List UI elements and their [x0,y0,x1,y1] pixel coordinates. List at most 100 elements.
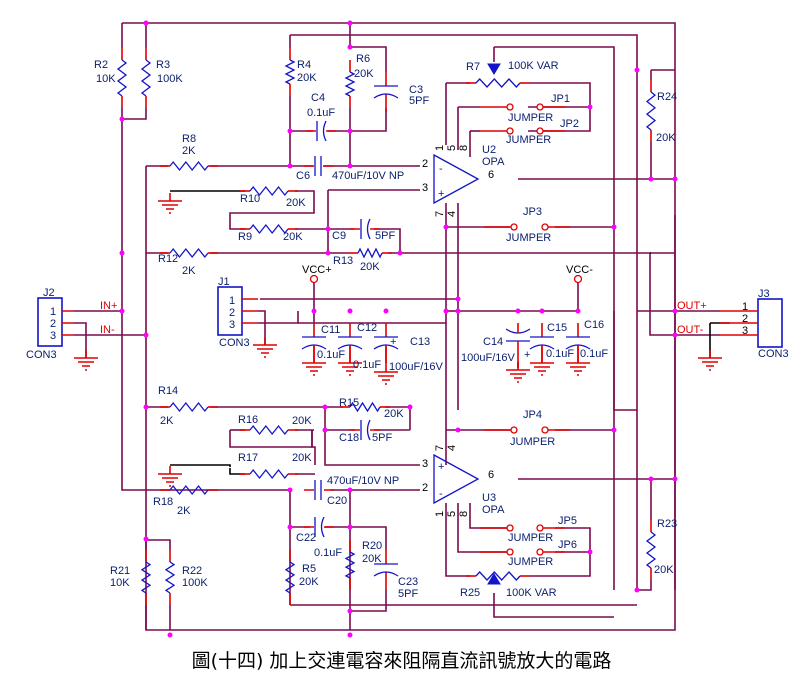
jp4-jumper [484,426,570,434]
jp6-pin-b-icon [536,548,544,556]
u3-pin7: 7 [434,445,446,451]
j2-type: CON3 [26,349,57,361]
r22-zigzag-icon [164,561,176,594]
r7-value: 100K VAR [508,60,559,72]
u2-pin1: 1 [434,145,446,151]
jp1-ref: JP1 [551,93,570,105]
r25-zigzag-icon [475,571,521,581]
r13-zigzag-icon [357,247,383,259]
r14-ref: R14 [158,385,178,397]
j2-pin3: 3 [50,330,56,342]
r7-resistor [466,78,530,88]
r25-resistor [466,571,530,581]
r24-value: 20K [656,132,676,144]
c18-value: 5PF [372,432,392,444]
u3-pin6: 6 [488,469,494,481]
r20-zigzag-icon [344,551,356,579]
ground-icon [566,355,590,376]
r23-resistor [645,520,657,580]
r17-resistor [240,468,298,480]
r5-zigzag-icon [284,561,296,594]
c22-capacitor [304,516,334,538]
r12-zigzag-icon [169,247,209,259]
r10-value: 20K [286,197,306,209]
r24-ref: R24 [657,91,677,103]
c14-plus: + [524,349,530,361]
j1-ref: J1 [218,276,230,288]
c23-capacitor [373,550,399,590]
jp6-pin-a-icon [506,548,514,556]
jp3-ref: JP3 [523,206,542,218]
jp4-pin-b-icon [541,426,549,434]
jp1-pin-b-icon [536,103,544,111]
jp4-ref: JP4 [523,409,542,421]
r25-value: 100K VAR [506,587,557,599]
r15-zigzag-icon [349,401,381,413]
r12-value: 2K [182,265,196,277]
ground-icon [158,466,182,487]
r8-zigzag-icon [169,160,209,172]
r14-resistor [160,401,218,413]
ground-icon [338,355,362,376]
u2-pin8: 8 [458,145,470,151]
net-in-minus: IN- [100,324,115,336]
r18-resistor [160,484,218,496]
r8-ref: R8 [182,133,196,145]
c6-ref: C6 [296,170,310,182]
j3-ref: J3 [758,288,770,300]
ground-icon [74,350,98,371]
jp2-pin-b-icon [536,127,544,135]
r10-ref: R10 [240,193,260,205]
net-out-minus: OUT- [677,324,704,336]
jp3-type: JUMPER [506,232,551,244]
jp4-type: JUMPER [510,436,555,448]
c23-ref: C23 [398,576,418,588]
r5-resistor [284,550,296,605]
c9-ref: C9 [332,230,346,242]
r23-value: 20K [654,564,674,576]
j1-type: CON3 [219,337,250,349]
u3-pin4: 4 [446,445,458,451]
r7-zigzag-icon [475,78,521,88]
wires [74,22,730,631]
c18-capacitor [350,419,380,441]
r7-ref: R7 [466,61,480,73]
r8-resistor [160,160,218,172]
r6-resistor [344,60,356,108]
vcc-minus-terminal-icon [573,274,583,284]
jp6-ref: JP6 [558,539,577,551]
r18-value: 2K [177,505,191,517]
j3-pin3: 3 [742,325,748,337]
c12-ref: C12 [357,322,377,334]
c4-capacitor [306,120,336,142]
r9-resistor [240,223,298,235]
c14-ref: C14 [483,336,503,348]
u3-type: OPA [482,504,505,516]
u3-ref: U3 [482,492,496,504]
r18-zigzag-icon [169,484,209,496]
r16-ref: R16 [238,414,258,426]
c4-ref: C4 [311,92,325,104]
jp3-jumper [484,223,570,231]
jp1-type: JUMPER [508,112,553,124]
junctions [119,20,678,638]
c15-value: 0.1uF [546,348,574,360]
jp5-pin-b-icon [536,524,544,532]
c6-value: 470uF/10V NP [332,170,404,182]
r7-wiper-arrow-icon [487,63,501,75]
jp1-pin-a-icon [506,103,514,111]
u3-pin8: 8 [458,511,470,517]
r12-resistor [160,247,218,259]
r9-ref: R9 [238,231,252,243]
labels: J2 1 2 3 CON3 J1 1 2 3 CON3 J3 1 2 3 CON… [26,53,789,600]
c12-value: 0.1uF [353,359,381,371]
c16-ref: C16 [584,319,604,331]
vcc-plus-terminal-icon [309,274,319,284]
r6-ref: R6 [356,53,370,65]
r4-value: 20K [297,72,317,84]
j3-type: CON3 [758,348,789,360]
r17-ref: R17 [238,452,258,464]
c13-value: 100uF/16V [389,361,443,373]
c20-ref: C20 [327,495,347,507]
